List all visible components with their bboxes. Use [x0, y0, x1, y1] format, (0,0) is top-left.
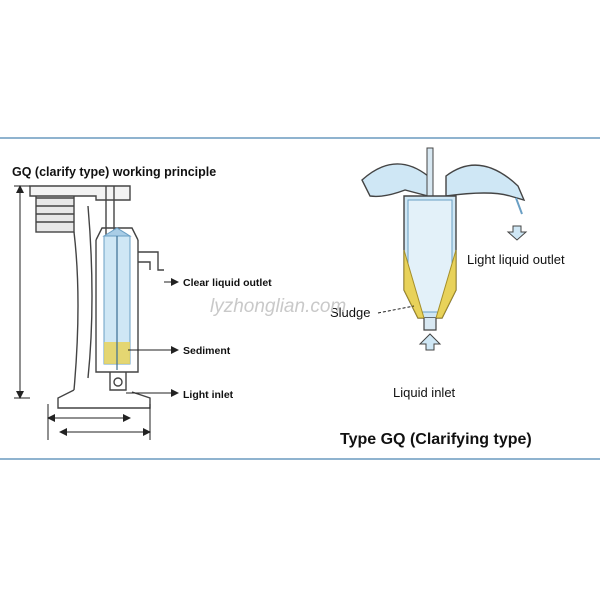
watermark: lyzhonglian.com [210, 296, 346, 317]
clear-liquid-outlet-label: Clear liquid outlet [183, 277, 272, 289]
liquid-inlet-label: Liquid inlet [393, 385, 456, 400]
left-machine [29, 185, 164, 409]
right-centrifuge [361, 147, 526, 331]
light-inlet-label: Light inlet [183, 389, 234, 401]
motor-icon [35, 189, 75, 233]
sludge-label: Sludge [330, 305, 370, 320]
sludge-leader [377, 305, 415, 314]
inlet-valve-icon [113, 377, 123, 387]
liquid-inlet-arrow-icon [418, 333, 442, 351]
left-title: GQ (clarify type) working principle [12, 165, 216, 179]
sediment-label: Sediment [183, 345, 231, 357]
right-title: Type GQ (Clarifying type) [340, 431, 532, 448]
left-bowl-top [102, 227, 132, 237]
left-leaders [126, 278, 179, 397]
light-liquid-outlet-arrow-icon [506, 225, 528, 241]
left-dimensions [14, 185, 151, 440]
light-liquid-outlet-label: Light liquid outlet [467, 252, 565, 267]
